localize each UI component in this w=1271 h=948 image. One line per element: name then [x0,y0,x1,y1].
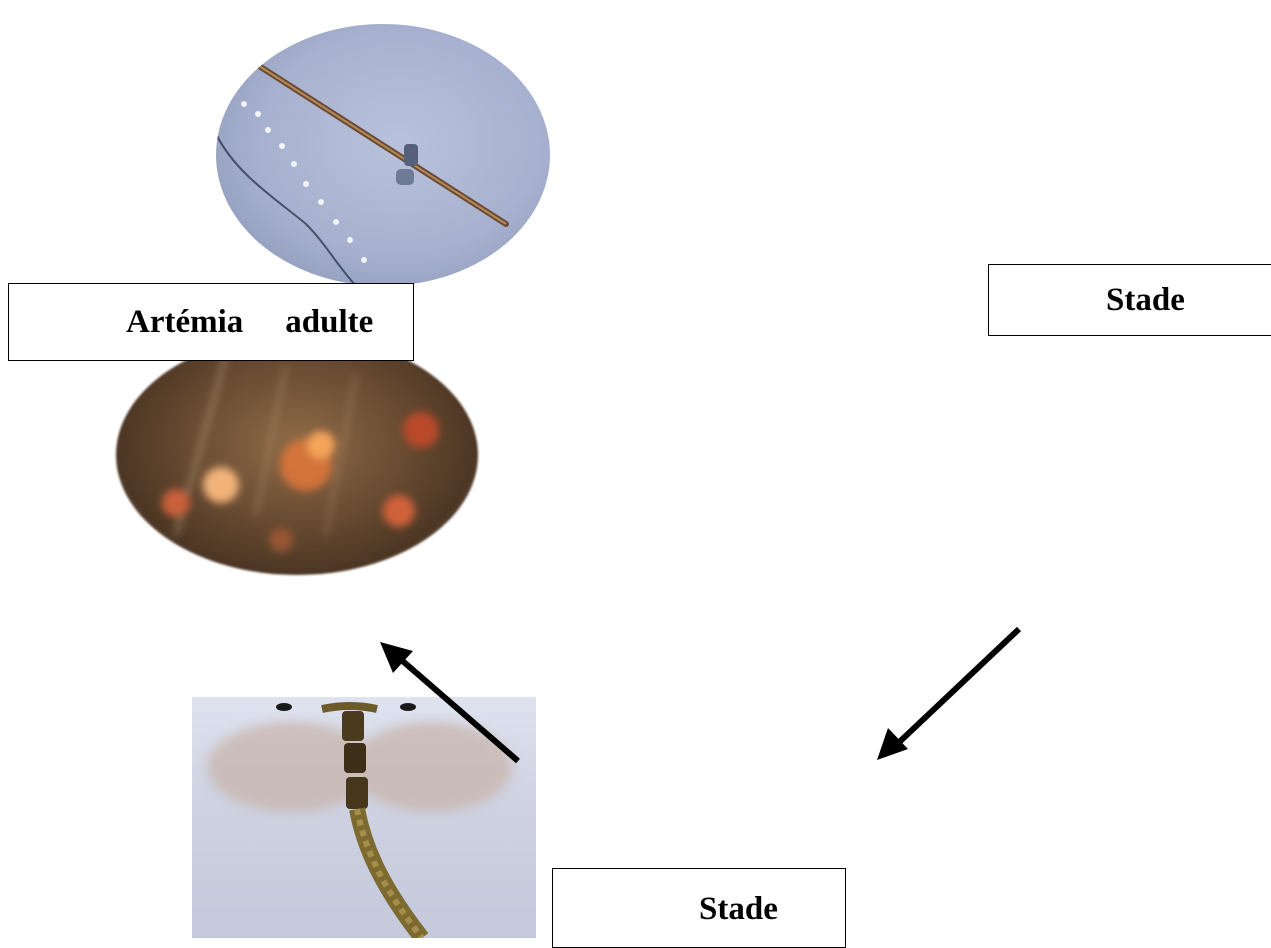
arrow-to-bottom [877,629,1019,760]
label-adulte-word: adulte [285,304,373,341]
label-stade-bottom-text: Stade [699,891,778,928]
label-stade-bottom: Stade [552,868,846,948]
label-artemia-adulte: Artémia adulte [8,283,414,361]
label-stade-top-text: Stade [1106,282,1185,319]
label-artemia-word: Artémia [126,304,243,341]
label-stade-top: Stade [988,264,1271,336]
arrow-to-middle [380,642,518,761]
